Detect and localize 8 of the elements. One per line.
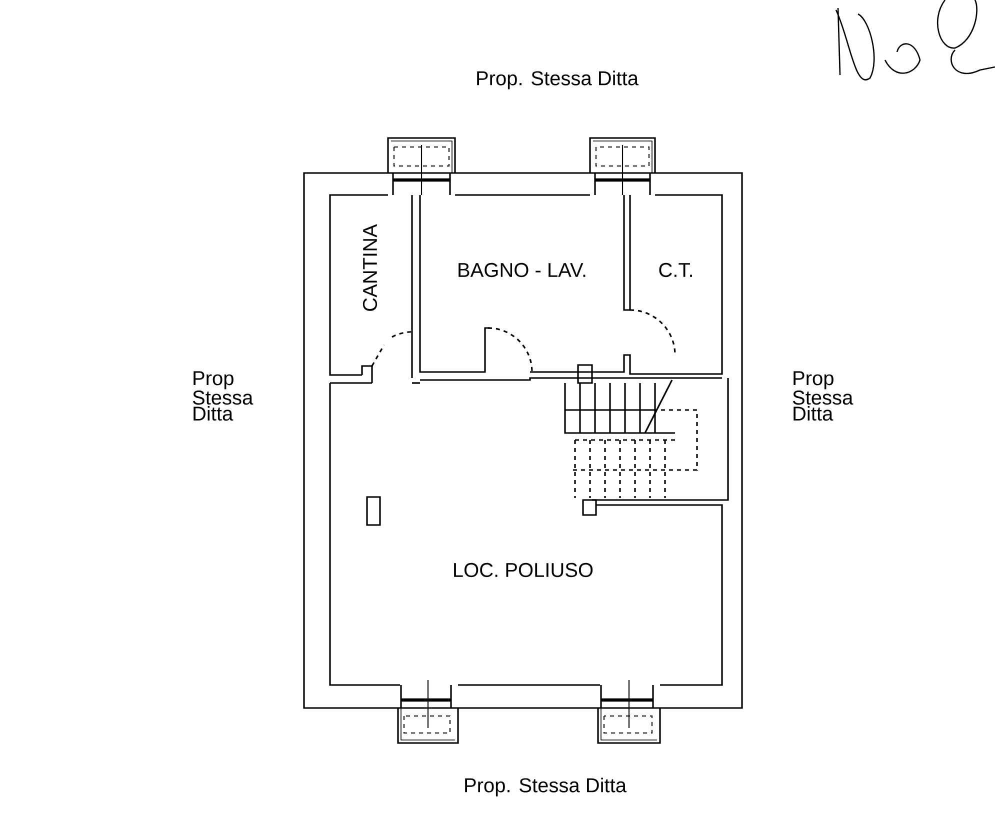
room-label: LOC. POLIUSO xyxy=(454,562,593,578)
neighbour-label: Prop. Stessa Ditta xyxy=(465,778,627,796)
neighbour-label: Prop Stessa Ditta xyxy=(792,371,854,421)
neighbour-label: Prop Stessa Ditta xyxy=(192,371,254,421)
room-label: BAGNO - LAV. xyxy=(458,262,586,278)
room-label: CANTINA xyxy=(362,224,378,311)
room-label: C.T. xyxy=(659,262,692,278)
neighbour-label: Prop. Stessa Ditta xyxy=(477,70,639,90)
